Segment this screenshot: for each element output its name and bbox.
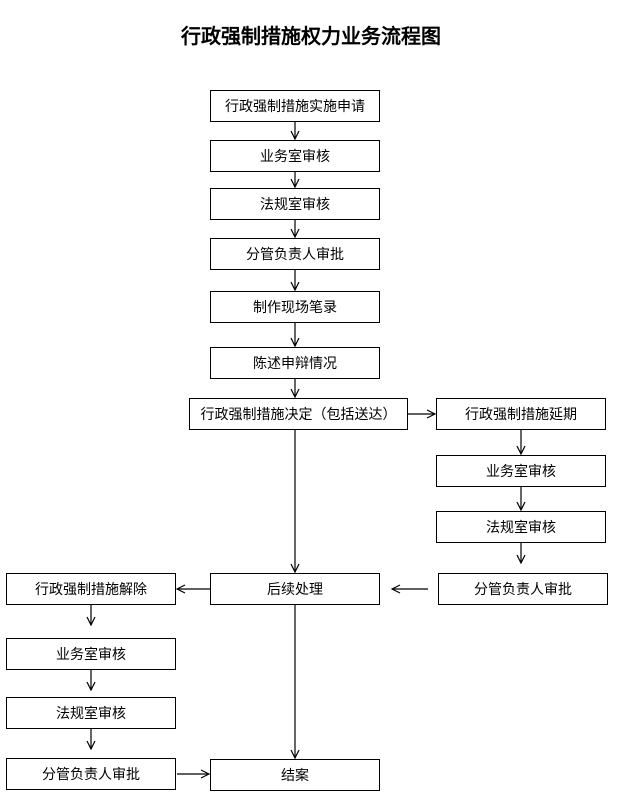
node-close-case: 结案 — [210, 759, 380, 791]
node-leader-approval: 分管负责人审批 — [210, 238, 380, 270]
node-ext-legal-review: 法规室审核 — [436, 511, 606, 543]
node-followup: 后续处理 — [210, 573, 380, 605]
node-rel-business-review: 业务室审核 — [6, 638, 176, 670]
node-legal-review: 法规室审核 — [210, 188, 380, 220]
node-ext-business-review: 业务室审核 — [436, 455, 606, 487]
diagram-title: 行政强制措施权力业务流程图 — [181, 24, 441, 48]
node-release: 行政强制措施解除 — [6, 573, 176, 605]
node-extension: 行政强制措施延期 — [436, 398, 606, 430]
node-apply: 行政强制措施实施申请 — [210, 90, 380, 122]
node-ext-leader-approval: 分管负责人审批 — [438, 573, 608, 605]
node-onsite-record: 制作现场笔录 — [210, 291, 380, 323]
node-rel-leader-approval: 分管负责人审批 — [6, 758, 176, 790]
node-decision: 行政强制措施决定（包括送达） — [189, 398, 408, 430]
node-rel-legal-review: 法规室审核 — [6, 697, 176, 729]
node-business-review: 业务室审核 — [210, 140, 380, 172]
node-statement-defense: 陈述申辩情况 — [210, 347, 380, 379]
